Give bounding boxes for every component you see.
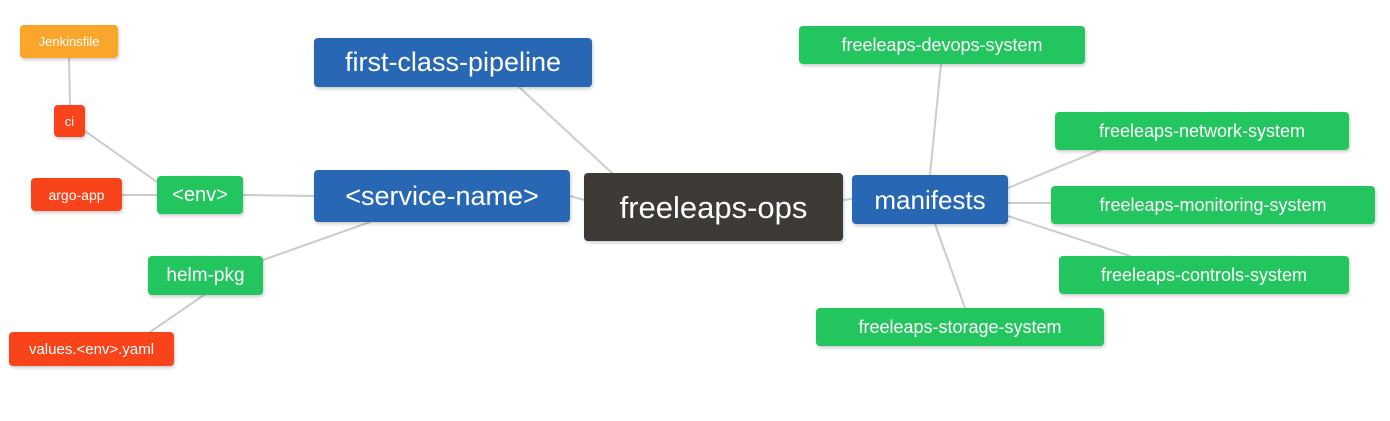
node-freeleaps-ops[interactable]: freeleaps-ops: [584, 173, 843, 241]
node-label-monitoring-system: freeleaps-monitoring-system: [1099, 195, 1327, 215]
node-label-env: <env>: [172, 184, 228, 206]
node-env[interactable]: <env>: [157, 176, 243, 214]
node-label-controls-system: freeleaps-controls-system: [1100, 265, 1308, 285]
edge-service-name-to-freeleaps-ops: [569, 195, 585, 201]
edge-helm-pkg-to-service-name: [262, 221, 371, 261]
node-monitoring-system[interactable]: freeleaps-monitoring-system: [1051, 186, 1375, 224]
node-label-storage-system: freeleaps-storage-system: [858, 317, 1062, 337]
node-jenkinsfile[interactable]: Jenkinsfile: [20, 25, 118, 58]
edge-first-class-to-freeleaps-ops: [518, 86, 613, 174]
edge-manifests-to-devops-system: [929, 63, 942, 176]
edge-manifests-to-network-system: [1007, 149, 1101, 189]
node-label-devops-system: freeleaps-devops-system: [841, 35, 1043, 55]
edge-env-to-service-name: [242, 194, 315, 197]
node-service-name[interactable]: <service-name>: [314, 170, 570, 222]
node-label-argo-app: argo-app: [48, 186, 105, 203]
node-controls-system[interactable]: freeleaps-controls-system: [1059, 256, 1349, 294]
edge-values-yaml-to-helm-pkg: [149, 294, 205, 333]
node-label-jenkinsfile: Jenkinsfile: [38, 34, 100, 49]
edge-freeleaps-ops-to-manifests: [842, 198, 853, 201]
node-label-first-class: first-class-pipeline: [344, 47, 562, 77]
node-argo-app[interactable]: argo-app: [31, 178, 122, 211]
edge-ci-to-env: [84, 130, 158, 183]
node-label-values-yaml: values.<env>.yaml: [28, 340, 155, 358]
node-label-network-system: freeleaps-network-system: [1098, 121, 1306, 141]
node-network-system[interactable]: freeleaps-network-system: [1055, 112, 1349, 150]
node-storage-system[interactable]: freeleaps-storage-system: [816, 308, 1104, 346]
node-first-class[interactable]: first-class-pipeline: [314, 38, 592, 87]
node-label-ci: ci: [64, 113, 75, 129]
edge-jenkinsfile-to-ci: [68, 57, 71, 106]
node-ci[interactable]: ci: [54, 105, 85, 137]
node-devops-system[interactable]: freeleaps-devops-system: [799, 26, 1085, 64]
node-manifests[interactable]: manifests: [852, 175, 1008, 224]
node-label-helm-pkg: helm-pkg: [166, 265, 245, 286]
node-label-freeleaps-ops: freeleaps-ops: [619, 189, 808, 225]
node-values-yaml[interactable]: values.<env>.yaml: [9, 332, 174, 366]
node-helm-pkg[interactable]: helm-pkg: [148, 256, 263, 295]
node-label-service-name: <service-name>: [345, 180, 539, 211]
node-label-manifests: manifests: [874, 184, 986, 215]
edge-manifests-to-storage-system: [934, 223, 966, 309]
